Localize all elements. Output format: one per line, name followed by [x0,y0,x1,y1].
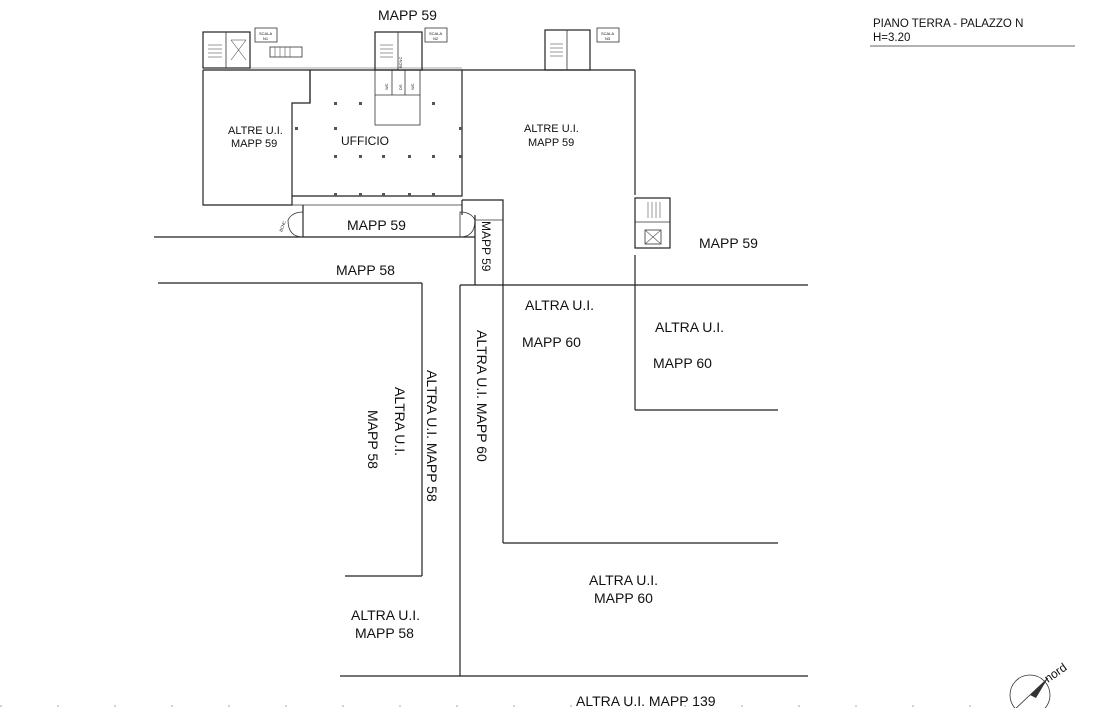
mapp58-top-label: MAPP 58 [336,262,395,278]
corridor-stairs: BCNC [278,211,476,238]
north-label: nord [1042,660,1070,685]
north-arrow-icon: nord [1009,660,1070,708]
scala-n1-label-1: SCALA [259,31,272,36]
altra-ui-mapp58-label-1: ALTRA U.I. [351,607,420,623]
ufficio-label: UFFICIO [341,134,389,148]
altra-ui-mapp60-b-label-2: MAPP 60 [653,355,712,371]
altre-ui-left-label-2: MAPP 59 [231,138,277,150]
altra-ui-mapp60-c-label-1: ALTRA U.I. [589,572,658,588]
stair-core-1: SCALA N1 [202,27,303,69]
mapp59-top-label: MAPP 59 [378,7,437,23]
plan-height: H=3.20 [873,32,910,44]
boundary-lines [0,215,1000,707]
scala-n1-label-2: N1 [263,36,269,41]
altra-ui-mapp139-label: ALTRA U.I. MAPP 139 [576,693,716,708]
plan-title: PIANO TERRA - PALAZZO N [873,18,1023,30]
mapp59-right-label: MAPP 59 [699,235,758,251]
altre-ui-right-label-1: ALTRE U.I. [524,123,579,135]
altre-ui-left-label-1: ALTRE U.I. [228,125,283,137]
ds-label: DS [398,84,403,90]
stair-core-4 [634,197,671,249]
mapp58-vertical-label: MAPP 58 [365,410,381,469]
scala-n3-label-2: N3 [605,36,611,41]
mapp59-corridor-label: MAPP 59 [347,217,406,233]
mapp59-vertical-label: MAPP 59 [479,221,493,272]
altra-ui-mapp60-a-label-1: ALTRA U.I. [525,297,594,313]
wc-label-2: WC [410,83,415,90]
bcnc-label: BCNC [398,57,403,68]
room-labels: MAPP 59 ALTRE U.I. MAPP 59 UFFICIO ALTRE… [228,7,758,708]
scala-n2-label-2: N2 [433,36,439,41]
stair-core-2: SCALA N2 BCNC DS WC WC [374,27,448,90]
altra-ui-mapp60-b-label-1: ALTRA U.I. [655,319,724,335]
title-block: PIANO TERRA - PALAZZO N H=3.20 [870,18,1075,47]
pillars [295,102,462,196]
altra-ui-mapp58-vertical-label: ALTRA U.I. MAPP 58 [424,370,440,502]
altra-ui-mapp58-label-2: MAPP 58 [355,625,414,641]
altra-ui-mapp60-vertical-label: ALTRA U.I. MAPP 60 [474,330,490,462]
stair-core-3: SCALA N3 [544,27,620,71]
building-outline [154,67,636,285]
wc-label-1: WC [384,83,389,90]
altra-ui-mapp60-a-label-2: MAPP 60 [522,334,581,350]
altra-ui-mapp60-c-label-2: MAPP 60 [594,590,653,606]
bcnc-small-label: BCNC [278,220,287,232]
scala-n3-label-1: SCALA [601,31,614,36]
scala-n2-label-1: SCALA [429,31,442,36]
altre-ui-right-label-2: MAPP 59 [528,137,574,149]
altra-ui-vertical-short-label: ALTRA U.I. [392,387,408,456]
